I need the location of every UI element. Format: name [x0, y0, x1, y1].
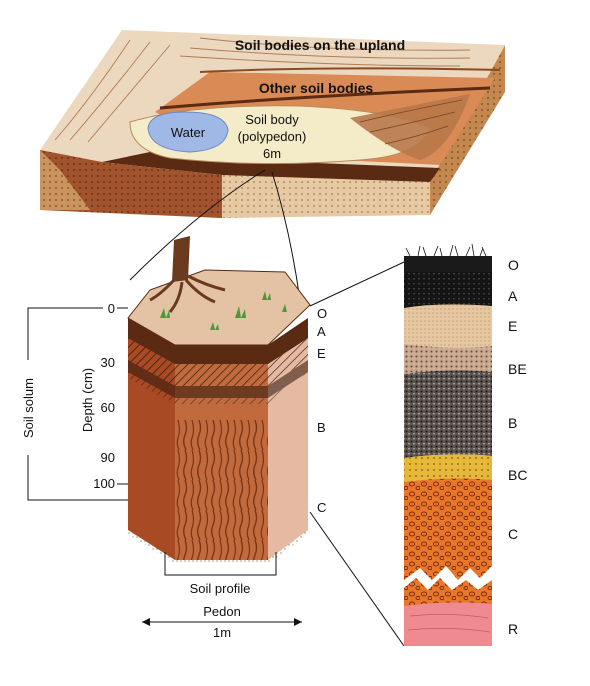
column-label-c: C — [508, 526, 518, 542]
solum-bracket: Soil solum — [20, 307, 128, 501]
pedon-horizon-labels: O A E B C — [317, 306, 327, 515]
column-label-b: B — [508, 415, 517, 431]
column-horizon-labels: O A E BE B BC C R — [508, 257, 527, 637]
soil-body-size: 6m — [263, 146, 281, 161]
column-label-e: E — [508, 318, 517, 334]
tree-stump — [172, 236, 190, 282]
pedon-label-b: B — [317, 420, 326, 435]
depth-tick-30: 30 — [101, 355, 115, 370]
column-label-a: A — [508, 288, 518, 304]
polypedon-label: (polypedon) — [238, 129, 307, 144]
water-label: Water — [171, 125, 206, 140]
depth-tick-90: 90 — [101, 450, 115, 465]
column-label-be: BE — [508, 361, 527, 377]
depth-axis-label: Depth (cm) — [80, 368, 95, 432]
pedon-label-e: E — [317, 346, 326, 361]
depth-tick-60: 60 — [101, 400, 115, 415]
depth-tick-100: 100 — [93, 476, 115, 491]
column-grass — [405, 243, 487, 257]
connector-top — [309, 261, 405, 307]
profile-bracket — [164, 552, 277, 576]
pedon-label-a: A — [317, 324, 326, 339]
soil-profile-label: Soil profile — [190, 581, 251, 596]
pedon-label-c: C — [317, 500, 326, 515]
landscape-block: Soil bodies on the upland Other soil bod… — [40, 30, 505, 218]
soil-body-label: Soil body — [245, 112, 299, 127]
width-label: 1m — [213, 625, 231, 640]
pedon-label: Pedon — [203, 604, 241, 619]
pedon-block — [127, 236, 311, 576]
grass — [160, 291, 287, 330]
column-label-bc: BC — [508, 467, 527, 483]
profile-column — [404, 243, 492, 646]
column-label-o: O — [508, 257, 519, 273]
depth-axis: 0 30 60 90 100 Depth (cm) — [80, 301, 128, 491]
soil-solum-label: Soil solum — [21, 378, 36, 438]
other-soil-label: Other soil bodies — [259, 80, 374, 96]
horizon-o — [404, 256, 492, 272]
width-arrow — [142, 618, 302, 626]
connector-left — [129, 169, 266, 281]
connector-right — [271, 171, 301, 301]
upland-label: Soil bodies on the upland — [235, 37, 405, 53]
water-pool — [147, 111, 229, 153]
pedon-top-surface — [127, 269, 311, 346]
column-label-r: R — [508, 621, 518, 637]
connector-bottom — [309, 511, 405, 647]
horizon-r — [404, 602, 492, 646]
depth-tick-0: 0 — [108, 301, 115, 316]
pedon-label-o: O — [317, 306, 327, 321]
